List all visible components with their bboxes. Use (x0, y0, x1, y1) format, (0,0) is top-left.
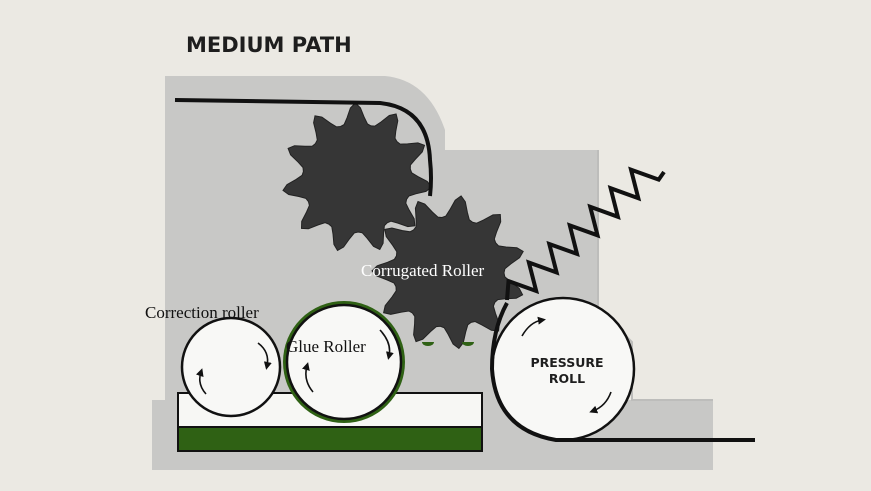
medium-paper-top (174, 98, 433, 197)
correction-roller-arrow-bottom (195, 368, 207, 395)
pressure-roll-arrow-bottom (589, 391, 612, 414)
pressure-roll-label-line1: PRESSURE (530, 355, 603, 370)
glue-roller (285, 303, 403, 421)
glue-bath (177, 426, 483, 452)
correction-roller-arrow-top (257, 342, 272, 370)
diagram-title: MEDIUM PATH (186, 33, 352, 57)
pressure-roll-label-line2: ROLL (549, 371, 585, 386)
correction-roller (180, 316, 282, 418)
lower-gear (371, 195, 524, 350)
glue-spot-left (422, 342, 434, 346)
corrugated-web (505, 166, 666, 301)
glue-roller-arrow-right (379, 329, 394, 360)
correction-roller-label: Correction roller (145, 303, 259, 322)
pressure-roll-arrow-top (521, 316, 546, 337)
machine-body-outline (597, 150, 713, 401)
liner-paper (489, 302, 755, 442)
glue-roller-label: Glue Roller (286, 337, 366, 356)
upper-gear (282, 102, 433, 252)
corrugated-roller-label: Corrugated Roller (361, 261, 485, 280)
glue-spot-right (462, 342, 474, 346)
glue-roller-arrow-left (302, 362, 314, 393)
